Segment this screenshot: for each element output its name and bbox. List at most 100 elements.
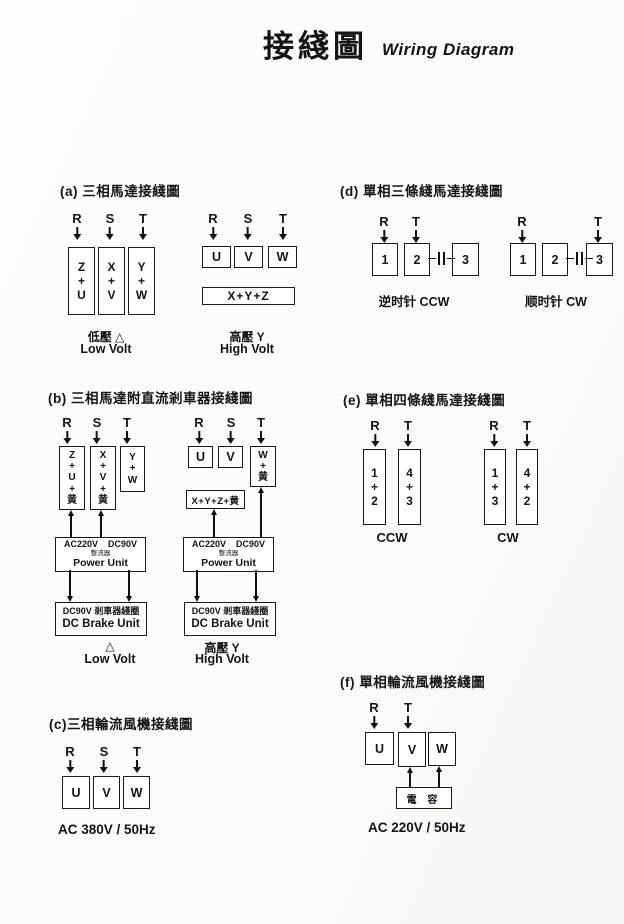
coil-box: 4 + 2 bbox=[516, 449, 538, 525]
section-b-heading: (b) 三相馬達附直流剎車器接綫圖 bbox=[48, 391, 253, 406]
down-arrow-icon bbox=[369, 716, 378, 729]
capacitor-symbol bbox=[566, 252, 593, 265]
terminal-r: R bbox=[208, 211, 218, 240]
down-arrow-icon bbox=[125, 570, 133, 602]
power-unit-rectifier-label: 整流器 bbox=[90, 549, 111, 557]
section-a-heading: (a) 三相馬達接綫圖 bbox=[60, 184, 181, 199]
down-arrow-icon bbox=[208, 227, 217, 240]
terminal-label: R bbox=[72, 211, 82, 226]
down-arrow-icon bbox=[72, 227, 81, 240]
caption-low-volt-en: Low Volt bbox=[84, 652, 136, 666]
down-arrow-icon bbox=[139, 227, 147, 240]
terminal-label: R bbox=[517, 214, 527, 229]
down-arrow-icon bbox=[523, 434, 531, 447]
common-box: X+Y+Z+黄 bbox=[186, 490, 245, 509]
brake-unit-label: DC Brake Unit bbox=[191, 618, 269, 631]
down-arrow-icon bbox=[92, 431, 101, 444]
caption-cw: 顺时针 CW bbox=[525, 295, 587, 309]
down-arrow-icon bbox=[99, 760, 108, 773]
terminal-r: R bbox=[489, 418, 499, 447]
up-arrow-icon bbox=[67, 510, 75, 537]
power-unit-box: AC220V DC90V 整流器 Power Unit bbox=[55, 537, 146, 572]
terminal-label: T bbox=[523, 418, 531, 433]
down-arrow-icon bbox=[404, 716, 412, 729]
dc-brake-unit-box: DC90V 剎車器綫圈 DC Brake Unit bbox=[55, 602, 147, 636]
terminal-label: R bbox=[65, 744, 75, 759]
terminal-label: T bbox=[139, 211, 147, 226]
capacitor-box: 電 容 bbox=[396, 787, 452, 809]
power-unit-rectifier-label: 整流器 bbox=[218, 549, 239, 557]
terminal-label: R bbox=[62, 415, 72, 430]
down-arrow-icon bbox=[257, 431, 265, 444]
terminal-t: T bbox=[412, 215, 420, 243]
lead-box: 1 bbox=[510, 243, 536, 276]
down-arrow-icon bbox=[594, 230, 602, 243]
terminal-label: T bbox=[594, 214, 602, 229]
terminal-r: R bbox=[369, 701, 379, 729]
down-arrow-icon bbox=[252, 570, 260, 602]
terminal-t: T bbox=[139, 212, 147, 240]
power-unit-box: AC220V DC90V 整流器 Power Unit bbox=[183, 537, 274, 572]
power-unit-label: Power Unit bbox=[201, 556, 256, 569]
terminal-label: S bbox=[99, 744, 109, 759]
terminal-r: R bbox=[62, 415, 72, 444]
brake-unit-label: DC Brake Unit bbox=[62, 618, 140, 631]
down-arrow-icon bbox=[226, 431, 235, 444]
down-arrow-icon bbox=[123, 431, 131, 444]
lead-box: W bbox=[428, 732, 456, 766]
up-arrow-icon bbox=[435, 766, 443, 787]
coil-box: 1 + 2 bbox=[363, 449, 386, 525]
down-arrow-icon bbox=[62, 431, 71, 444]
terminal-label: S bbox=[105, 211, 115, 226]
terminal-label: R bbox=[489, 418, 499, 433]
common-box: X+Y+Z bbox=[202, 287, 295, 305]
lead-box: 2 bbox=[542, 243, 568, 276]
terminal-r: R bbox=[65, 744, 75, 773]
caption-ccw: 逆时针 CCW bbox=[378, 295, 450, 309]
caption-high-volt-zh: 高壓 Y bbox=[229, 330, 265, 344]
coil-box: X + V + 黄 bbox=[90, 446, 116, 510]
terminal-t: T bbox=[404, 419, 412, 447]
lead-box: 1 bbox=[372, 243, 398, 276]
terminal-label: T bbox=[404, 418, 412, 433]
terminal-label: R bbox=[208, 211, 218, 226]
lead-box: U bbox=[188, 446, 213, 468]
coil-box: Z + U + 黄 bbox=[59, 446, 85, 510]
terminal-s: S bbox=[92, 415, 102, 444]
lead-box: U bbox=[365, 732, 394, 765]
caption-ccw: CCW bbox=[376, 530, 408, 545]
down-arrow-icon bbox=[279, 227, 287, 240]
terminal-label: S bbox=[92, 415, 102, 430]
caption-low-volt-en: Low Volt bbox=[80, 342, 132, 356]
coil-box: Z + U bbox=[68, 247, 95, 315]
lead-box: 3 bbox=[586, 243, 613, 276]
caption-cw: CW bbox=[497, 530, 519, 545]
dc-brake-unit-box: DC90V 剎車器綫圈 DC Brake Unit bbox=[184, 602, 276, 636]
down-arrow-icon bbox=[370, 434, 379, 447]
caption-ac-rating: AC 220V / 50Hz bbox=[368, 820, 466, 835]
terminal-r: R bbox=[194, 415, 204, 444]
power-unit-voltages: AC220V DC90V bbox=[191, 538, 266, 549]
page-title-zh: 接綫圖 bbox=[263, 29, 368, 64]
lead-box: W bbox=[123, 776, 150, 809]
terminal-label: R bbox=[194, 415, 204, 430]
terminal-r: R bbox=[72, 211, 82, 240]
terminal-t: T bbox=[279, 212, 287, 240]
lead-box: V bbox=[398, 732, 426, 767]
coil-box: W + 黄 bbox=[250, 446, 276, 487]
down-arrow-icon bbox=[517, 230, 526, 243]
terminal-r: R bbox=[379, 215, 389, 243]
terminal-label: T bbox=[257, 415, 265, 430]
down-arrow-icon bbox=[65, 760, 74, 773]
lead-box: 3 bbox=[452, 243, 479, 276]
power-unit-label: Power Unit bbox=[73, 556, 128, 569]
up-arrow-icon bbox=[97, 510, 105, 537]
power-unit-voltages: AC220V DC90V bbox=[63, 538, 138, 549]
terminal-t: T bbox=[404, 701, 412, 729]
caption-delta-symbol: △ bbox=[105, 639, 115, 653]
caption-high-volt-en: High Volt bbox=[195, 652, 249, 666]
caption-high-volt-en: High Volt bbox=[220, 342, 274, 356]
down-arrow-icon bbox=[412, 230, 420, 243]
section-e-heading: (e) 單相四條綫馬達接綫圖 bbox=[343, 393, 506, 408]
